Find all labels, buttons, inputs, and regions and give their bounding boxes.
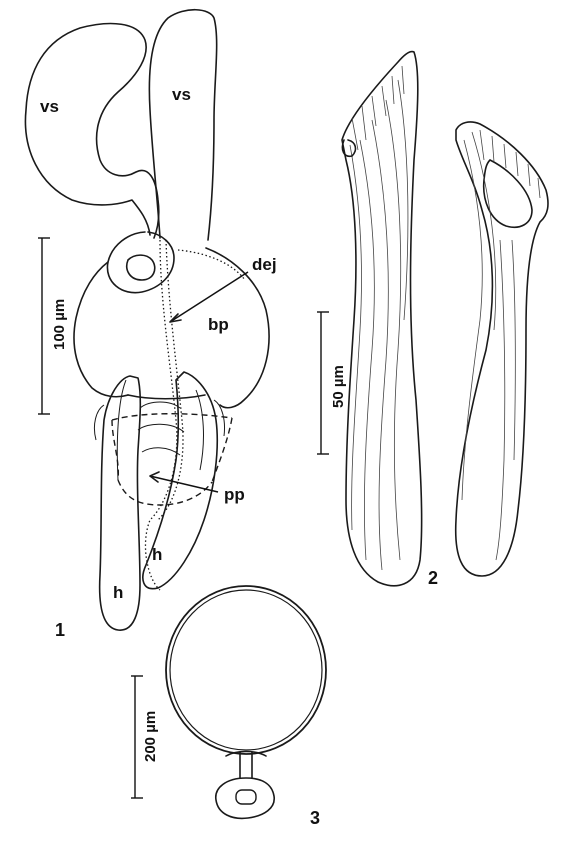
bulbus-penis bbox=[73, 247, 270, 409]
hook-left bbox=[98, 375, 142, 631]
scale-bar-fig1: 100 µm bbox=[38, 237, 68, 415]
vesicle-junction bbox=[106, 231, 175, 294]
figure-2-drawing bbox=[341, 50, 549, 587]
figure-3-drawing bbox=[165, 585, 327, 820]
label-h-right: h bbox=[152, 545, 162, 564]
figure-1-drawing bbox=[24, 8, 270, 631]
scale-label-fig1: 100 µm bbox=[51, 299, 68, 350]
dej-arrow bbox=[169, 271, 249, 323]
scale-bar-fig2: 50 µm bbox=[317, 311, 347, 455]
scale-label-fig3: 200 µm bbox=[142, 711, 159, 762]
vesicula-seminalis-left bbox=[24, 22, 160, 239]
stylet-right bbox=[454, 121, 549, 577]
label-h-left: h bbox=[113, 583, 123, 602]
stylet-left bbox=[341, 50, 423, 587]
figure-number-3: 3 bbox=[310, 808, 320, 828]
scale-bar-fig3: 200 µm bbox=[131, 675, 159, 799]
pp-arrow bbox=[149, 475, 219, 493]
scale-label-fig2: 50 µm bbox=[330, 365, 347, 408]
figure-number-1: 1 bbox=[55, 620, 65, 640]
ductus-ejaculatorius bbox=[144, 239, 246, 591]
papilla-outline bbox=[111, 413, 233, 506]
figure-number-2: 2 bbox=[428, 568, 438, 588]
label-vs-right: vs bbox=[172, 85, 191, 104]
vesicula-seminalis-right bbox=[148, 8, 218, 241]
egg-capsule-inner bbox=[169, 589, 323, 751]
egg-capsule-outer bbox=[165, 585, 327, 755]
egg-stalk bbox=[239, 751, 253, 779]
egg-stalk-base bbox=[215, 777, 275, 820]
label-bp: bp bbox=[208, 315, 229, 334]
label-vs-left: vs bbox=[40, 97, 59, 116]
penis-papilla bbox=[137, 401, 185, 456]
label-pp: pp bbox=[224, 485, 245, 504]
label-dej: dej bbox=[252, 255, 277, 274]
